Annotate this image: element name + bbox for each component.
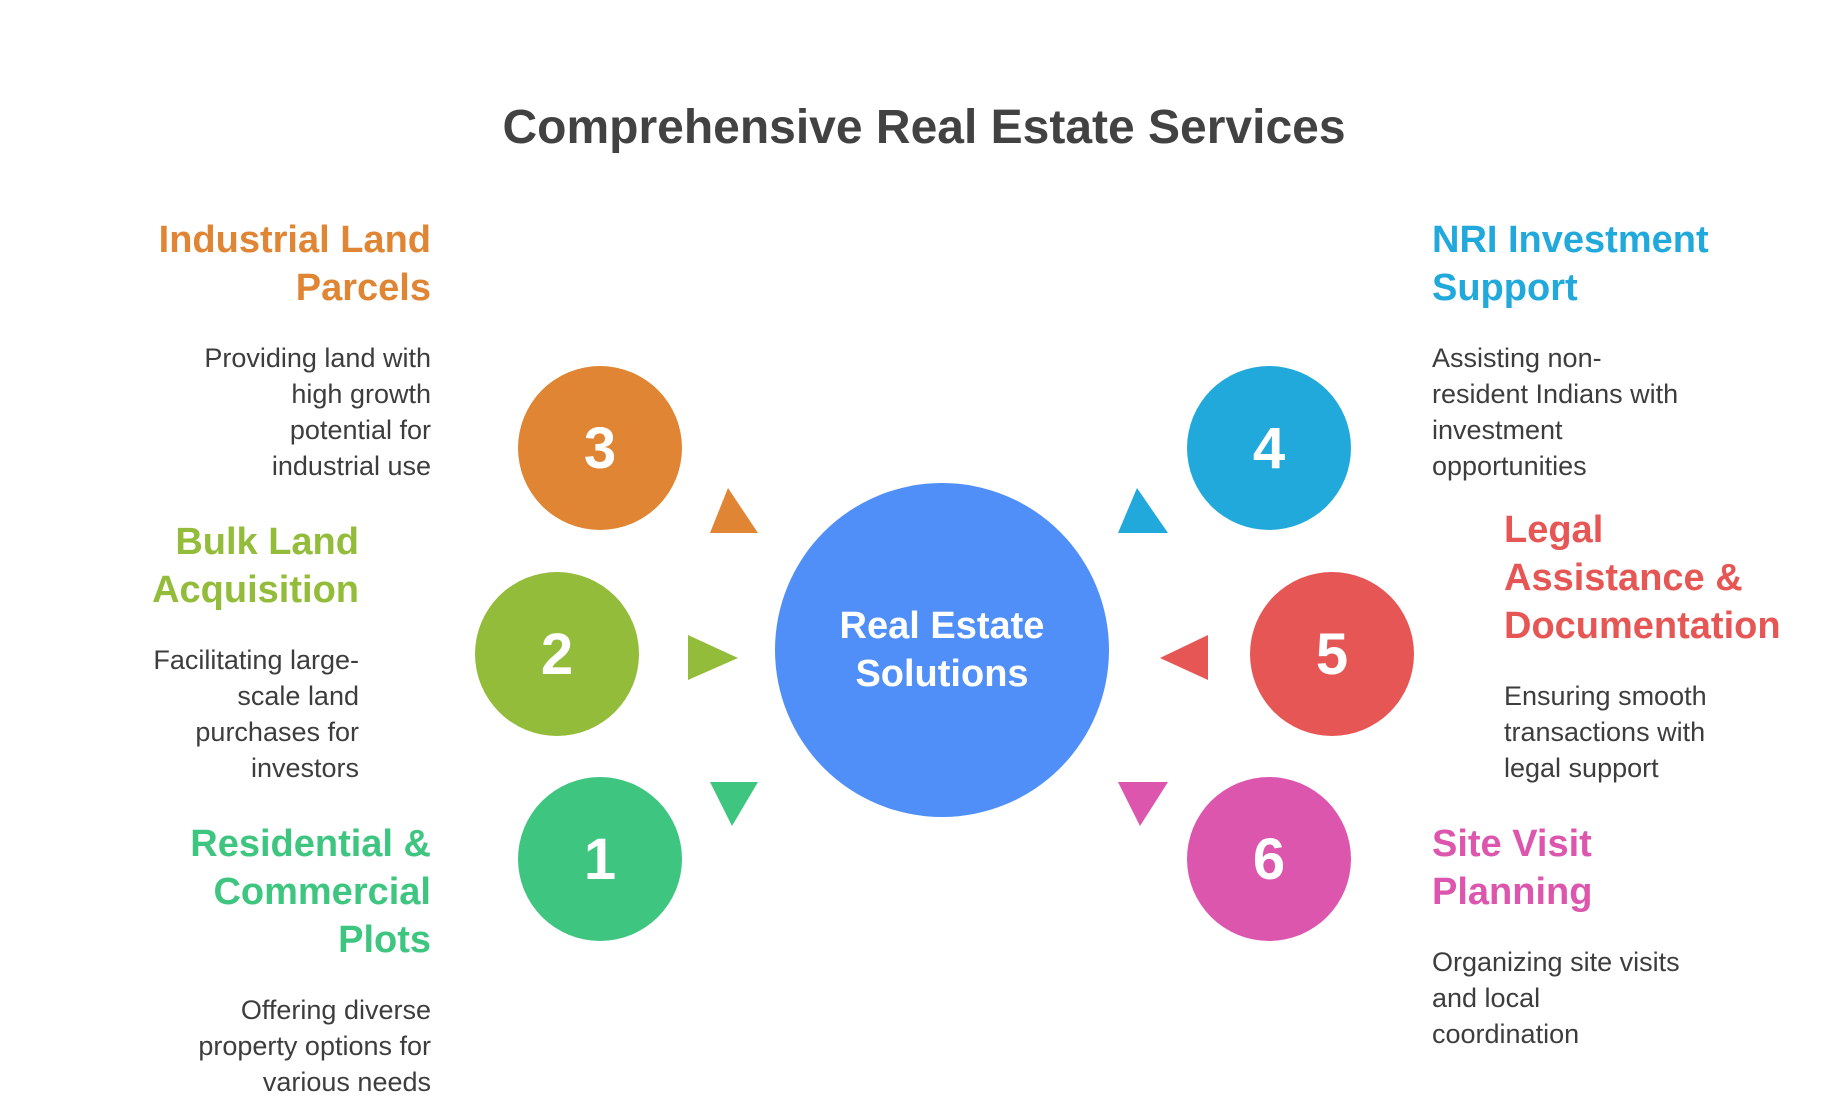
arrow-1 bbox=[710, 782, 758, 826]
step-number-5: 5 bbox=[1315, 621, 1349, 687]
item-4-block: NRI Investment Support Assisting non- re… bbox=[1432, 216, 1832, 484]
step-circle-2: 2 bbox=[475, 572, 639, 736]
center-label-line-2: Solutions bbox=[855, 653, 1029, 695]
item-4-description: Assisting non- resident Indians with inv… bbox=[1432, 343, 1679, 481]
item-6-block: Site Visit Planning Organizing site visi… bbox=[1432, 820, 1832, 1052]
step-circle-4: 4 bbox=[1187, 366, 1351, 530]
item-6-heading: Site Visit Planning bbox=[1432, 823, 1593, 913]
item-3-description: Providing land with high growth potentia… bbox=[204, 343, 431, 481]
arrow-2 bbox=[688, 635, 738, 680]
step-number-3: 3 bbox=[583, 415, 617, 481]
arrow-5 bbox=[1160, 635, 1208, 680]
item-2-block: Bulk Land Acquisition Facilitating large… bbox=[0, 518, 359, 786]
step-circle-6: 6 bbox=[1187, 777, 1351, 941]
center-circle: Real Estate Solutions bbox=[775, 483, 1109, 817]
arrow-3 bbox=[710, 488, 758, 533]
item-5-block: Legal Assistance & Documentation Ensurin… bbox=[1504, 506, 1848, 786]
step-number-4: 4 bbox=[1252, 415, 1286, 481]
step-circle-1: 1 bbox=[518, 777, 682, 941]
item-3-block: Industrial Land Parcels Providing land w… bbox=[31, 216, 431, 484]
arrow-6 bbox=[1118, 782, 1168, 826]
step-circle-5: 5 bbox=[1250, 572, 1414, 736]
item-1-heading: Residential & Commercial Plots bbox=[190, 823, 431, 961]
item-4-heading: NRI Investment Support bbox=[1432, 219, 1709, 309]
item-5-heading: Legal Assistance & Documentation bbox=[1504, 509, 1781, 647]
arrow-4 bbox=[1118, 488, 1168, 533]
item-1-block: Residential & Commercial Plots Offering … bbox=[31, 820, 431, 1100]
item-6-description: Organizing site visits and local coordin… bbox=[1432, 947, 1680, 1049]
item-3-heading: Industrial Land Parcels bbox=[158, 219, 431, 309]
step-number-1: 1 bbox=[583, 826, 617, 892]
page-title: Comprehensive Real Estate Services bbox=[502, 101, 1346, 154]
item-5-description: Ensuring smooth transactions with legal … bbox=[1504, 681, 1707, 783]
item-2-description: Facilitating large- scale land purchases… bbox=[153, 645, 359, 783]
item-2-heading: Bulk Land Acquisition bbox=[152, 521, 359, 611]
step-number-2: 2 bbox=[540, 621, 574, 687]
step-circle-3: 3 bbox=[518, 366, 682, 530]
center-label-line-1: Real Estate bbox=[839, 605, 1045, 647]
item-1-description: Offering diverse property options for va… bbox=[198, 995, 431, 1097]
step-number-6: 6 bbox=[1252, 826, 1286, 892]
